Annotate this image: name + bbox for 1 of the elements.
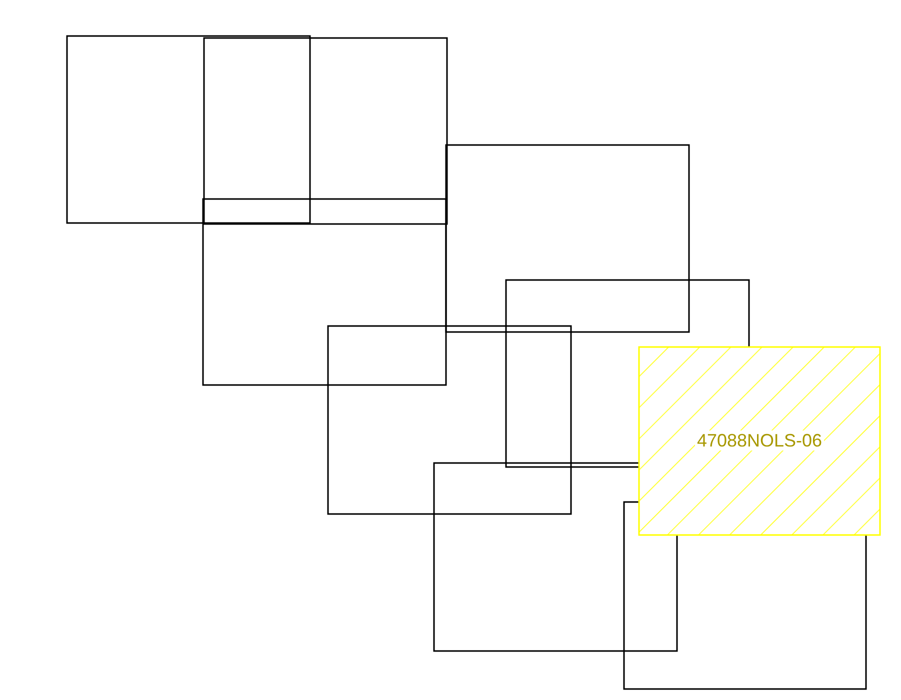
box-label: 47088NOLS-06: [694, 430, 824, 450]
